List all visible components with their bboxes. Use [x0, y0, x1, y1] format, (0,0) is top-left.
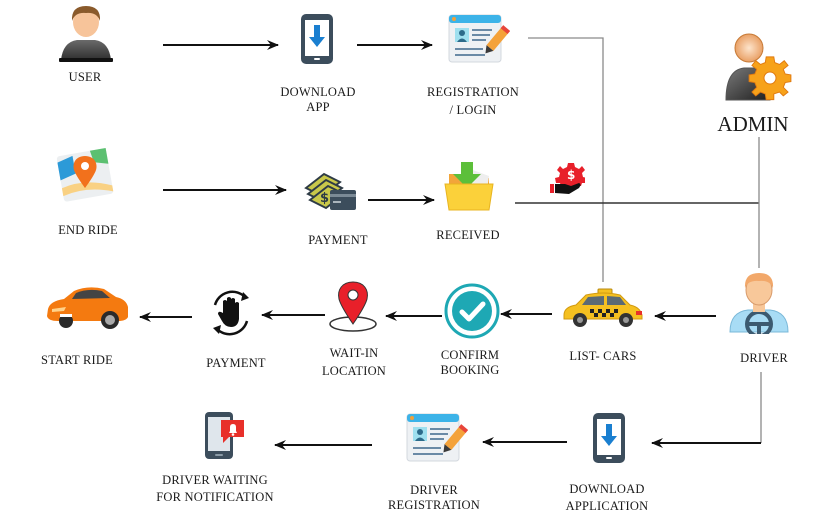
- driver-label: DRIVER: [740, 351, 788, 365]
- confirm-booking-label-line1: CONFIRM: [440, 348, 500, 362]
- connector-registration-to-list-cars: [528, 37, 604, 282]
- download-application-label-line2: APPLICATION: [565, 499, 649, 513]
- svg-text:$: $: [320, 191, 329, 206]
- wait-in-location-label: WAIT-IN LOCATION: [322, 346, 386, 379]
- download-application-label: DOWNLOAD APPLICATION: [566, 482, 649, 514]
- location-pin-icon: [329, 281, 377, 332]
- download-app-label-line2: APP: [306, 100, 330, 114]
- money-hand-icon: $: [550, 163, 585, 194]
- wait-in-location-label-line2: LOCATION: [321, 364, 387, 378]
- sports-car-icon: [47, 287, 128, 329]
- map-pin-icon: [56, 148, 114, 202]
- end-ride-label: END RIDE: [58, 223, 118, 237]
- driver-registration-form-icon: [406, 413, 468, 462]
- download-app-label-line1: DOWNLOAD: [280, 85, 356, 99]
- driver-registration-label: DRIVER REGISTRATION: [388, 483, 480, 513]
- driver-icon: [729, 273, 789, 334]
- driver-registration-label-line2: REGISTRATION: [388, 498, 480, 512]
- payment-top-label: PAYMENT: [308, 233, 368, 247]
- registration-login-label: REGISTRATION / LOGIN: [427, 85, 519, 118]
- phone-notification-icon: [205, 412, 244, 459]
- cash-card-icon: $: [304, 172, 356, 210]
- download-application-label-line1: DOWNLOAD: [569, 482, 645, 496]
- download-app-icon: [301, 14, 333, 64]
- driver-waiting-label-line1: DRIVER WAITING: [162, 473, 268, 487]
- received-label: RECEIVED: [436, 228, 500, 242]
- start-ride-label: START RIDE: [41, 353, 113, 367]
- taxi-icon: [563, 288, 643, 327]
- confirm-booking-label: CONFIRM BOOKING: [440, 348, 499, 378]
- list-cars-label: LIST- CARS: [569, 349, 637, 363]
- admin-label: ADMIN: [717, 112, 789, 136]
- check-circle-icon: [444, 283, 500, 339]
- download-app-label: DOWNLOAD APP: [280, 85, 355, 115]
- hand-refresh-icon: [213, 290, 249, 336]
- payment-mid-label: PAYMENT: [206, 356, 266, 370]
- user-icon: [59, 6, 113, 62]
- driver-waiting-label-line2: FOR NOTIFICATION: [156, 490, 274, 504]
- registration-login-label-line2: / LOGIN: [449, 103, 497, 117]
- driver-waiting-label: DRIVER WAITING FOR NOTIFICATION: [156, 473, 273, 505]
- registration-form-icon: [448, 14, 510, 63]
- wait-in-location-label-line1: WAIT-IN: [329, 346, 379, 360]
- download-application-icon: [593, 413, 625, 463]
- driver-registration-label-line1: DRIVER: [410, 483, 458, 497]
- registration-login-label-line1: REGISTRATION: [427, 85, 519, 99]
- confirm-booking-label-line2: BOOKING: [440, 363, 500, 377]
- svg-text:$: $: [567, 168, 575, 182]
- received-folder-icon: [444, 162, 494, 211]
- admin-gear-icon: [725, 33, 792, 101]
- user-label: USER: [68, 70, 102, 84]
